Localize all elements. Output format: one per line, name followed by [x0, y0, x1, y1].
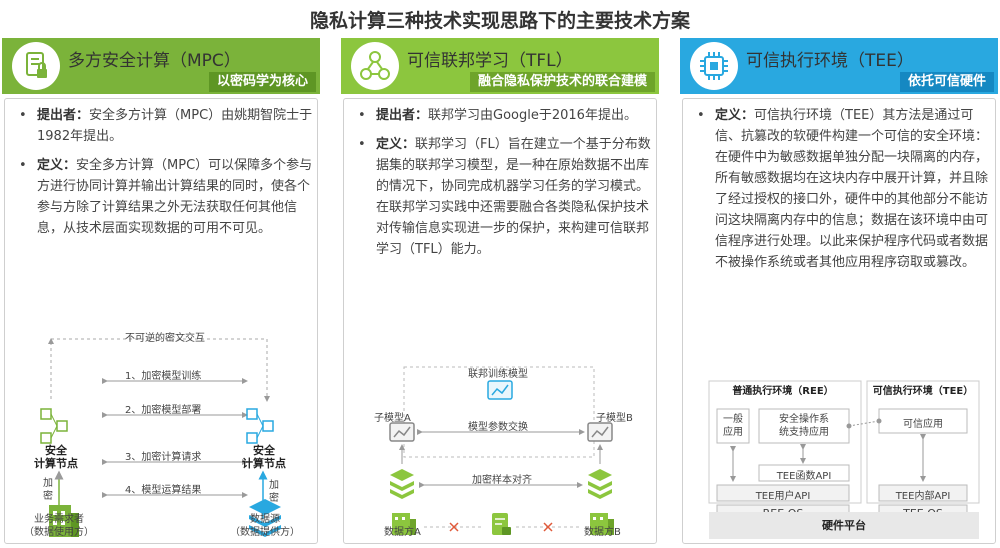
secure-doc-icon — [12, 42, 60, 90]
header-title: 多方安全计算（MPC） — [68, 51, 241, 71]
tee-diagram — [708, 380, 980, 539]
secure-os-app-label: 安全操作系 统支持应用 — [779, 414, 829, 438]
ree-title: 普通执行环境（REE） — [732, 386, 834, 397]
text-block: •提出者：安全多方计算（MPC）由姚期智院士于1982年提出。 •定义：安全多方… — [15, 105, 313, 247]
building-icon-b — [590, 513, 614, 535]
page-title: 隐私计算三种技术实现思路下的主要技术方案 — [309, 10, 690, 32]
header-tfl: 可信联邦学习（TFL） 融合隐私保护技术的联合建模 — [341, 38, 659, 94]
cross-icon-left — [449, 522, 459, 532]
bullet-definition: •定义：安全多方计算（MPC）可以保障多个参与方进行协同计算并输出计算结果的同时… — [19, 158, 313, 236]
hardware-platform-box — [709, 512, 979, 538]
secure-os-app-box — [758, 408, 850, 444]
secure-node-right: 安全 计算节点 — [242, 444, 286, 470]
trusted-app-label: 可信应用 — [903, 419, 943, 430]
general-app-box — [716, 408, 750, 444]
submodel-b-label: 子模型B — [596, 413, 633, 424]
panel-tee: 可信执行环境（TEE） 依托可信硬件 •定义：可信执行环境（TEE）其方法是通过… — [680, 38, 998, 544]
data-layers-icon-b — [588, 469, 612, 499]
header-title: 可信联邦学习（TFL） — [407, 51, 573, 71]
building-icon-a — [392, 513, 416, 535]
submodel-a-label: 子模型A — [374, 413, 411, 424]
header-subtitle: 以密码学为核心 — [208, 72, 316, 92]
cross-icon-right — [543, 522, 553, 532]
bullet-definition: •定义：联邦学习（FL）旨在建立一个基于分布数据集的联邦学习模型，是一种在原始数… — [358, 137, 651, 257]
panel-mpc: 多方安全计算（MPC） 以密码学为核心 •提出者：安全多方计算（MPC）由姚期智… — [2, 38, 320, 544]
locked-doc-icon — [492, 513, 511, 535]
tee-user-api-box — [716, 484, 850, 502]
tee-user-api-label: TEE用户API — [755, 491, 811, 502]
bullet-definition: •定义：可信执行环境（TEE）其方法是通过可信、抗篡改的软硬件构建一个可信的安全… — [697, 108, 989, 270]
text-block: •提出者：联邦学习由Google于2016年提出。 •定义：联邦学习（FL）旨在… — [354, 105, 652, 268]
secure-node-left: 安全 计算节点 — [34, 444, 78, 470]
database-layers-icon — [249, 499, 281, 537]
party-demander: 业务需求者 （数据使用方） — [24, 514, 94, 538]
tee-func-api-label: TEE函数API — [776, 471, 832, 482]
irreversible-label: 不可逆的密文交互 — [125, 333, 205, 344]
tfl-diagram — [389, 366, 614, 535]
network-node-icon-left — [40, 408, 68, 444]
federated-nodes-icon — [351, 42, 399, 90]
header-subtitle: 融合隐私保护技术的联合建模 — [469, 72, 655, 92]
network-node-icon-right — [246, 408, 274, 444]
bullet-proposer: •提出者：安全多方计算（MPC）由姚期智院士于1982年提出。 — [19, 108, 313, 144]
step4-label: 4、模型运算结果 — [125, 485, 202, 496]
tee-title: 可信执行环境（TEE） — [872, 386, 974, 397]
header-mpc: 多方安全计算（MPC） 以密码学为核心 — [2, 38, 320, 94]
encrypt-label-right: 加 密 — [269, 480, 279, 504]
bullet-proposer: •提出者：联邦学习由Google于2016年提出。 — [358, 108, 637, 123]
param-exchange-label: 模型参数交换 — [468, 422, 528, 433]
tee-internal-api-label: TEE内部API — [895, 491, 951, 502]
building-icon — [49, 505, 79, 537]
step3-label: 3、加密计算请求 — [125, 452, 202, 463]
tee-func-api-box — [758, 464, 850, 482]
chip-icon — [690, 42, 738, 90]
submodel-b-icon — [587, 422, 613, 442]
general-app-label: 一般 应用 — [723, 414, 743, 438]
header-subtitle: 依托可信硬件 — [899, 72, 994, 92]
hardware-platform-label: 硬件平台 — [822, 519, 866, 532]
encrypt-label-left: 加 密 — [43, 478, 53, 502]
panel-tfl: 可信联邦学习（TFL） 融合隐私保护技术的联合建模 •提出者：联邦学习由Goog… — [341, 38, 659, 544]
party-b-label: 数据方B — [584, 527, 621, 538]
federated-model-label: 联邦训练模型 — [468, 369, 528, 380]
mpc-diagram — [40, 338, 281, 537]
federated-model-icon — [487, 380, 513, 400]
data-layers-icon-a — [390, 469, 414, 499]
panel-body: •提出者：安全多方计算（MPC）由姚期智院士于1982年提出。 •定义：安全多方… — [4, 98, 318, 544]
tee-internal-api-box — [878, 484, 968, 502]
party-a-label: 数据方A — [384, 527, 421, 538]
party-provider: 数据源 （数据提供方） — [230, 514, 300, 538]
panel-body: •定义：可信执行环境（TEE）其方法是通过可信、抗篡改的软硬件构建一个可信的安全… — [682, 98, 996, 544]
header-title: 可信执行环境（TEE） — [746, 51, 914, 71]
header-tee: 可信执行环境（TEE） 依托可信硬件 — [680, 38, 998, 94]
sample-align-label: 加密样本对齐 — [472, 475, 532, 486]
step2-label: 2、加密模型部署 — [125, 405, 202, 416]
submodel-a-icon — [389, 422, 415, 442]
text-block: •定义：可信执行环境（TEE）其方法是通过可信、抗篡改的软硬件构建一个可信的安全… — [693, 105, 991, 281]
ree-tee-link — [848, 420, 880, 427]
step1-label: 1、加密模型训练 — [125, 371, 202, 382]
panel-body: •提出者：联邦学习由Google于2016年提出。 •定义：联邦学习（FL）旨在… — [343, 98, 657, 544]
